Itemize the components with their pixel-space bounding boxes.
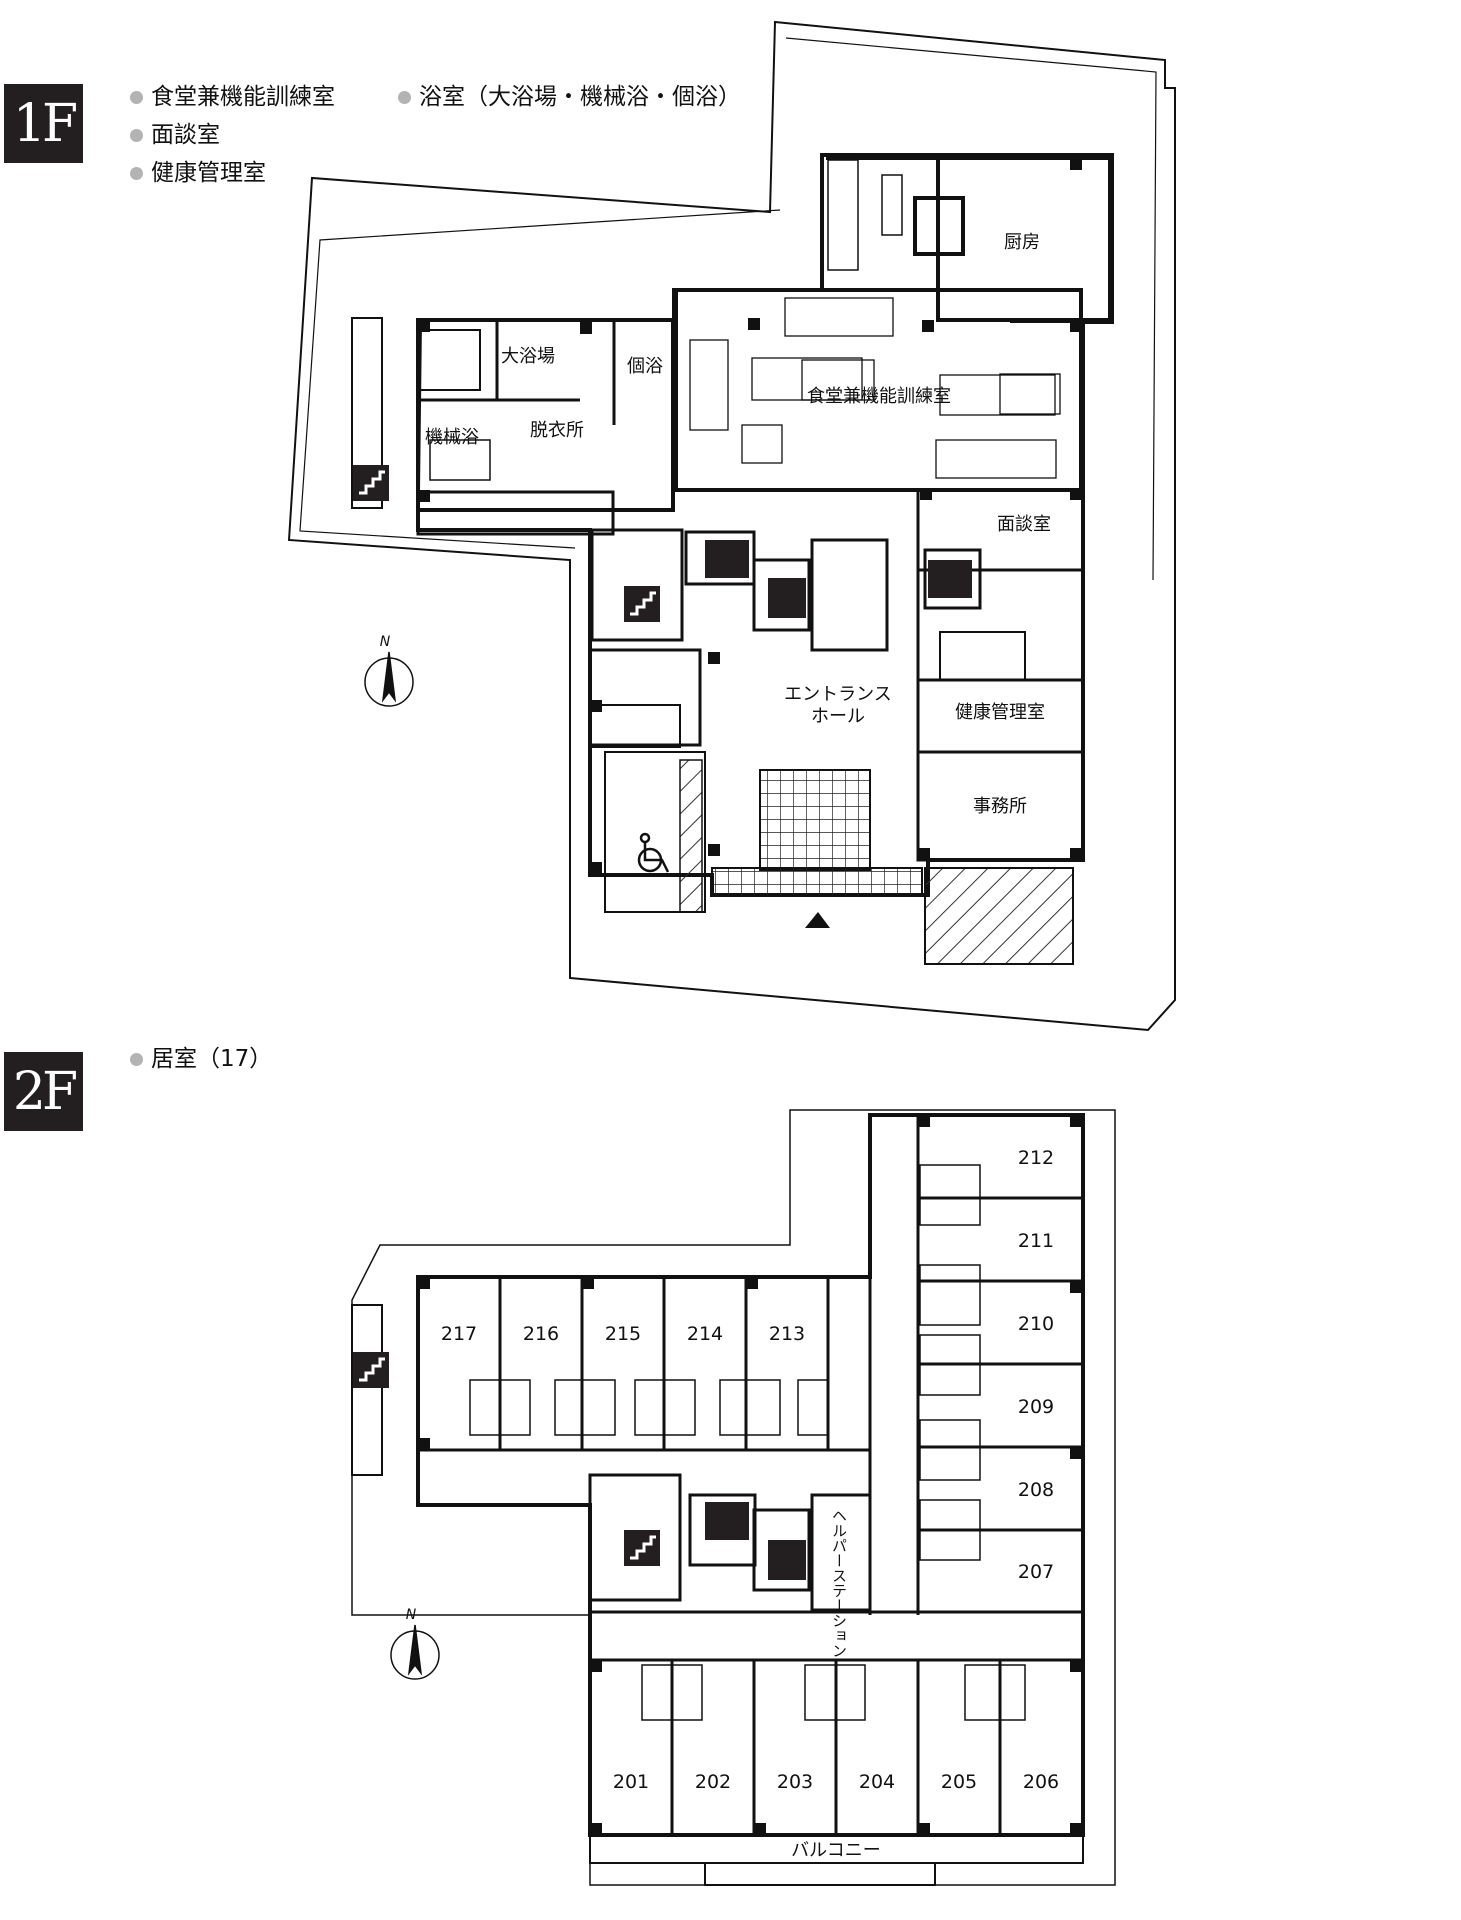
entrance-arrow-icon	[805, 912, 830, 928]
floor-2f-labels: 217 216 215 214 213 212 211 210 209 208 …	[406, 1147, 1059, 1861]
room-number: 209	[1018, 1396, 1054, 1418]
wheelchair-icon	[637, 832, 670, 873]
floor-1f-legend-col1: 食堂兼機能訓練室 面談室 健康管理室	[130, 78, 335, 192]
room-number: 210	[1018, 1313, 1054, 1335]
room-number: 211	[1018, 1230, 1054, 1252]
office-room	[916, 750, 1085, 862]
north-arrow-icon	[390, 1624, 440, 1680]
bullet-icon	[398, 90, 411, 104]
legend-text: 居室（17）	[151, 1046, 273, 1072]
north-label: N	[380, 634, 391, 650]
restroom-icon	[705, 1502, 749, 1540]
legend-item: 浴室（大浴場・機械浴・個浴）	[398, 78, 741, 116]
room-label-interview: 面談室	[997, 514, 1051, 535]
legend-text: 健康管理室	[151, 160, 266, 186]
bullet-icon	[130, 166, 143, 180]
room-label-entrance-2: ホール	[811, 706, 865, 727]
room-number: 214	[687, 1323, 723, 1345]
room-number: 207	[1018, 1561, 1054, 1583]
dining-room	[674, 288, 1083, 492]
legend-item: 健康管理室	[130, 154, 335, 192]
room-number: 201	[613, 1771, 649, 1793]
rooms-right	[916, 1113, 1085, 1614]
floor-2f-badge: 2F	[4, 1052, 83, 1131]
columns-1f	[418, 158, 1082, 874]
building-outline-2f	[416, 1113, 1085, 1837]
stairs-icon	[353, 465, 389, 501]
rooms-bottom	[588, 1658, 1085, 1837]
restroom-icon	[928, 560, 972, 598]
floor-2f-legend: 居室（17）	[130, 1040, 272, 1078]
legend-text: 食堂兼機能訓練室	[151, 84, 335, 110]
room-label-entrance-1: エントランス	[784, 684, 892, 705]
room-label-health: 健康管理室	[955, 702, 1045, 723]
elevator-icon	[768, 1540, 806, 1580]
bullet-icon	[130, 90, 143, 104]
restroom-icon	[705, 540, 749, 578]
stairs-icon	[624, 1530, 660, 1566]
rooms-top	[416, 1275, 830, 1452]
floor-1f-legend-col2: 浴室（大浴場・機械浴・個浴）	[398, 78, 741, 116]
legend-item: 居室（17）	[130, 1040, 272, 1078]
bullet-icon	[130, 1052, 143, 1066]
stairs-icon	[624, 586, 660, 622]
room-label-helper-station: ヘルパーステーション	[830, 1508, 848, 1658]
stairs-icon	[353, 1352, 389, 1388]
legend-item: 食堂兼機能訓練室	[130, 78, 335, 116]
legend-item: 面談室	[130, 116, 335, 154]
legend-text: 浴室（大浴場・機械浴・個浴）	[419, 84, 741, 110]
room-label-private-bath: 個浴	[627, 356, 663, 377]
elevator-icon	[768, 578, 806, 618]
room-number: 208	[1018, 1479, 1054, 1501]
floor-1f-badge: 1F	[4, 84, 83, 163]
floor-2f-plan	[351, 1109, 1116, 1886]
room-label-machine-bath: 機械浴	[425, 427, 479, 448]
room-number: 204	[859, 1771, 895, 1793]
kitchen-room	[936, 156, 1112, 322]
bullet-icon	[130, 128, 143, 142]
site-boundary	[287, 20, 1176, 1032]
floor-1f-labels: 厨房 食堂兼機能訓練室 大浴場 個浴 機械浴 脱衣所 面談室 エントランス ホー…	[380, 232, 1051, 817]
north-label: N	[406, 1607, 417, 1623]
room-label-large-bath: 大浴場	[501, 346, 555, 367]
room-number: 206	[1023, 1771, 1059, 1793]
helper-station-room	[810, 1493, 872, 1612]
room-number: 216	[523, 1323, 559, 1345]
north-arrow-icon	[364, 651, 414, 707]
room-number: 213	[769, 1323, 805, 1345]
room-label-balcony: バルコニー	[791, 1840, 881, 1861]
room-number: 212	[1018, 1147, 1054, 1169]
legend-text: 面談室	[151, 122, 220, 148]
room-label-kitchen: 厨房	[1004, 232, 1040, 253]
room-number: 203	[777, 1771, 813, 1793]
room-label-dining: 食堂兼機能訓練室	[807, 386, 951, 407]
floor-1f-plan	[287, 20, 1176, 1032]
bath-area	[416, 318, 675, 512]
room-label-dressing: 脱衣所	[530, 420, 584, 441]
site-boundary-2f	[351, 1109, 1116, 1886]
room-label-office: 事務所	[973, 796, 1027, 817]
columns-2f	[418, 1115, 1082, 1835]
room-number: 215	[605, 1323, 641, 1345]
dining-tables	[689, 297, 1061, 479]
room-number: 205	[941, 1771, 977, 1793]
room-number: 217	[441, 1323, 477, 1345]
room-number: 202	[695, 1771, 731, 1793]
